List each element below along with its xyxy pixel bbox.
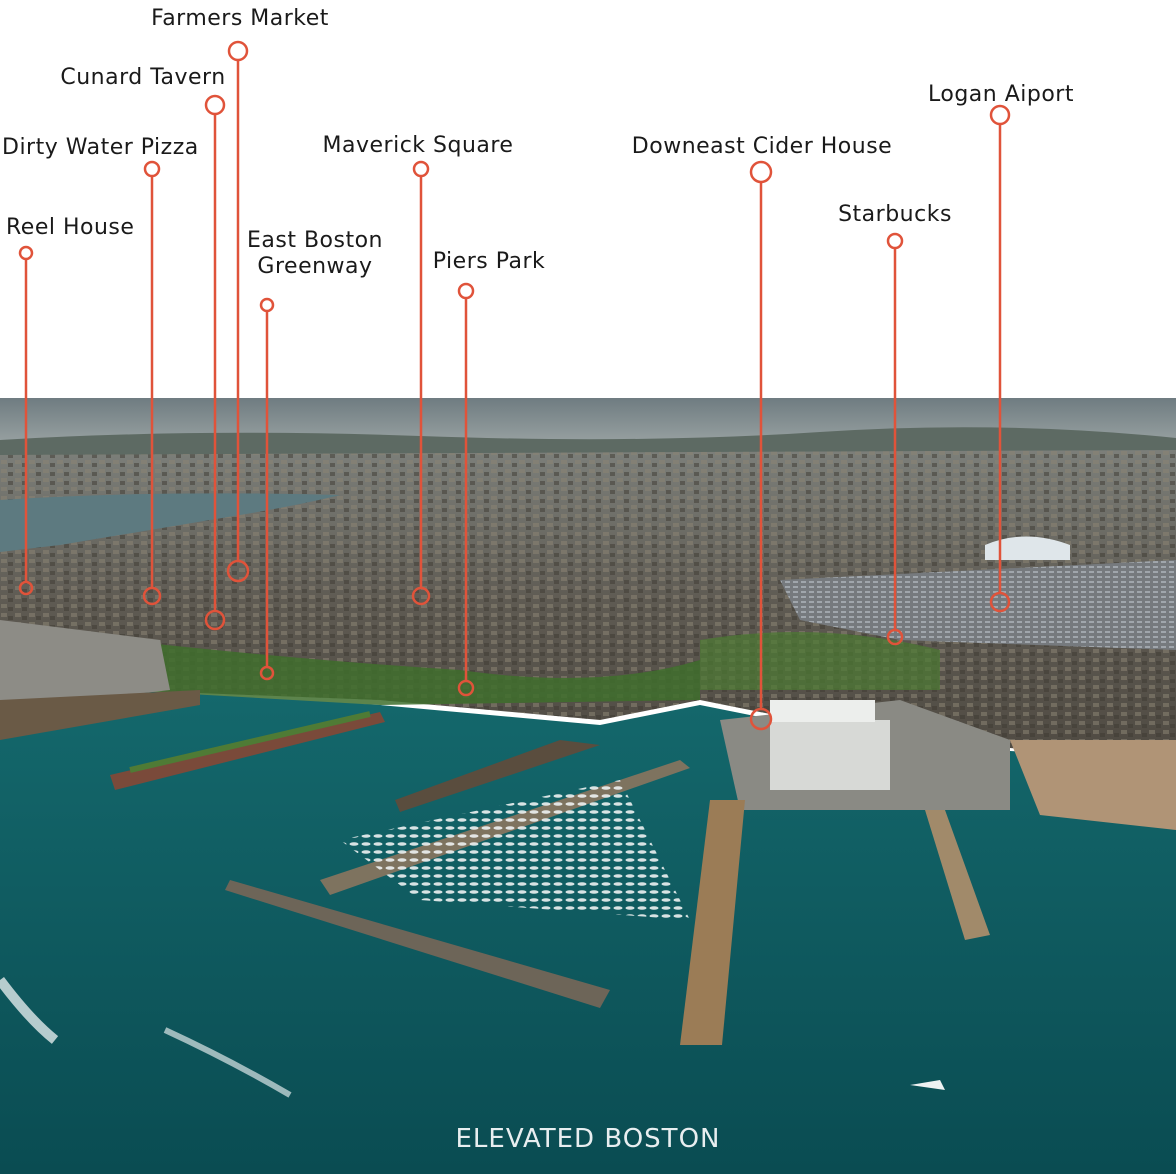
pin-head-icon-maverick-square[interactable] xyxy=(412,160,430,178)
landmark-label-line: Greenway xyxy=(257,254,373,279)
landmark-label-maverick-square[interactable]: Maverick Square xyxy=(322,133,514,158)
long-pier xyxy=(680,800,745,1045)
airport-parked-cars xyxy=(780,560,1176,650)
boat-wake-left xyxy=(0,976,59,1044)
pin-head-icon-piers-park[interactable] xyxy=(457,282,475,300)
pin-location-icon-cunard-tavern[interactable] xyxy=(204,609,226,631)
greenery xyxy=(120,640,700,705)
pin-head-icon-cunard-tavern[interactable] xyxy=(204,94,226,116)
shipyard-warehouse xyxy=(770,720,890,790)
sailboat xyxy=(910,1080,945,1090)
pin-location-icon-farmers-market[interactable] xyxy=(226,559,250,583)
landmark-label-logan-airport[interactable]: Logan Aiport xyxy=(928,82,1074,107)
east-shipyard xyxy=(1010,740,1176,830)
landmark-label-dirty-water-pizza[interactable]: Dirty Water Pizza xyxy=(2,135,199,160)
marina-breakwater xyxy=(395,740,600,812)
landmark-label-east-boston-greenway[interactable]: East Boston Greenway xyxy=(247,228,383,280)
boat-wake-center xyxy=(163,1027,292,1098)
pin-head-icon-starbucks[interactable] xyxy=(886,232,904,250)
pin-head-icon-east-boston-greenway[interactable] xyxy=(259,297,275,313)
shipyard-building xyxy=(770,700,875,722)
landmark-label-farmers-market[interactable]: Farmers Market xyxy=(151,6,329,31)
pin-location-icon-starbucks[interactable] xyxy=(886,628,904,646)
pin-head-icon-logan-airport[interactable] xyxy=(989,104,1011,126)
pin-location-icon-east-boston-greenway[interactable] xyxy=(259,665,275,681)
header-background xyxy=(0,0,1176,398)
pin-location-icon-dirty-water-pizza[interactable] xyxy=(142,586,162,606)
pin-head-icon-farmers-market[interactable] xyxy=(227,40,249,62)
landmark-label-downeast-cider-house[interactable]: Downeast Cider House xyxy=(631,134,893,159)
landmark-pins xyxy=(18,40,1011,731)
pin-location-icon-maverick-square[interactable] xyxy=(411,586,431,606)
pin-location-icon-reel-house[interactable] xyxy=(18,580,34,596)
pin-location-icon-downeast-cider-house[interactable] xyxy=(749,707,773,731)
pin-head-icon-dirty-water-pizza[interactable] xyxy=(143,160,161,178)
landmark-label-cunard-tavern[interactable]: Cunard Tavern xyxy=(60,65,226,90)
east-pier xyxy=(925,810,990,940)
brand-watermark: ELEVATED BOSTON xyxy=(455,1124,721,1154)
airport-terminal xyxy=(985,536,1070,560)
pin-location-icon-logan-airport[interactable] xyxy=(989,591,1011,613)
landmark-label-line: East Boston xyxy=(246,228,384,253)
inner-harbor-channel xyxy=(0,493,340,552)
pin-head-icon-downeast-cider-house[interactable] xyxy=(749,160,773,184)
piers-park-pier xyxy=(110,712,385,790)
landmark-label-starbucks[interactable]: Starbucks xyxy=(838,202,952,227)
left-pier xyxy=(0,690,200,740)
harbor-water xyxy=(0,690,1176,1174)
landmark-label-piers-park[interactable]: Piers Park xyxy=(432,249,546,274)
marina-boats xyxy=(340,780,690,920)
marina-dock-lower xyxy=(225,880,610,1008)
piers-park-trees xyxy=(129,711,371,773)
pin-head-icon-reel-house[interactable] xyxy=(18,245,34,261)
landmark-label-reel-house[interactable]: Reel House xyxy=(6,215,135,240)
pin-location-icon-piers-park[interactable] xyxy=(457,679,475,697)
left-lot xyxy=(0,620,170,710)
